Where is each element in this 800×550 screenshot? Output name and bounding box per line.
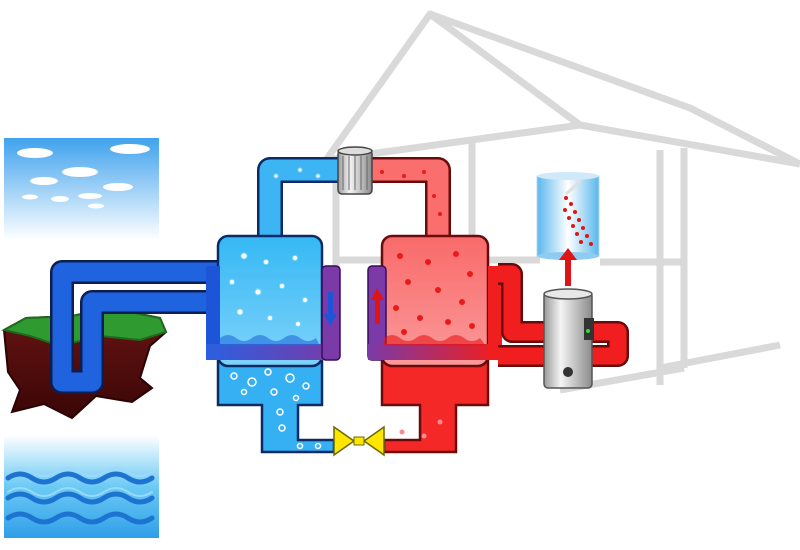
water-drops: [563, 196, 593, 246]
up-arrow-icon: [371, 288, 384, 324]
compressor: [337, 146, 373, 195]
shower: [536, 172, 600, 286]
expansion-valve: [333, 425, 385, 457]
ground-loop-pipe: [50, 260, 234, 394]
condenser: [367, 157, 502, 454]
water-panel: [4, 435, 159, 538]
heat-up-arrow-icon: [559, 248, 577, 286]
clouds: [17, 144, 150, 209]
down-arrow-icon: [324, 292, 337, 326]
sky-panel: [4, 138, 159, 240]
hot-water-tank: [543, 288, 594, 389]
evaporator: [206, 157, 341, 454]
